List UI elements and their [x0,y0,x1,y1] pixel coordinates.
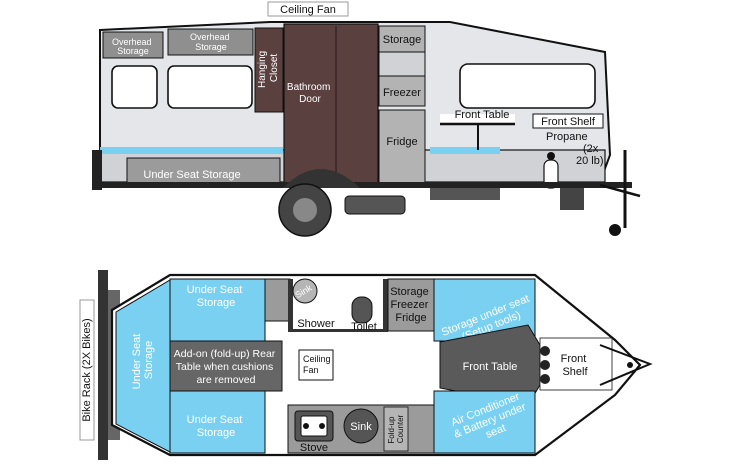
storage-gap [378,51,426,77]
front-window [459,63,596,109]
under-seat-storage-top-label: Under Seat Storage [187,284,246,309]
overhead-storage-right [167,28,254,56]
shower-cabinet [264,278,291,322]
storage-cabinet [378,25,426,53]
fridge [378,109,426,187]
freezer-label: Freezer [383,87,421,99]
shower-sink [292,278,318,304]
side-view: Overhead Storage Overhead Storage Hangin… [92,1,641,237]
overhead-storage-right-label: Overhead Storage [190,32,232,52]
stove-label: Stove [300,442,328,454]
rear-table-label: Add-on (fold-up) Rear Table when cushion… [174,348,278,386]
fridge-label: Fridge [386,136,417,148]
storage-freezer-fridge-label: Storage Freezer Fridge [390,286,432,324]
toilet [351,296,373,324]
front-table-label: Front Table [455,109,510,121]
kitchen-sink [343,408,379,444]
storage-label: Storage [383,34,422,46]
blue-stripe [100,147,283,154]
ceiling-fan-label: Ceiling Fan [280,4,336,16]
rear-window-2 [167,65,253,109]
bike-rack-label: Bike Rack (2X Bikes) [81,318,93,421]
front-shelf-plan-label: Front Shelf [561,353,590,378]
fold-up-counter-label: Fold-up Counter [387,414,405,443]
bathroom-wall-bottom [288,329,388,332]
bike-rack-bar [98,270,108,460]
bike-rack-label-box [79,299,95,441]
front-table-panel [440,114,515,124]
hanging-closet-label: Hanging Closet [257,48,280,88]
wheel-fender [283,169,360,188]
floor-plan: Bike Rack (2X Bikes) Under Seat Storage … [79,270,653,460]
ceiling-fan-plan [298,349,334,381]
front-table-plan-label: Front Table [463,361,518,373]
ceiling-fan-plan-label: Ceiling Fan [303,354,333,375]
propane-label: Propane (2x 20 lb) [546,131,604,167]
kitchen-sink-label: Sink [350,421,372,433]
overhead-storage-left [102,31,164,59]
freezer [378,75,426,107]
bathroom-wall-left [288,279,293,331]
rear-table [169,340,283,392]
under-seat-storage [126,157,281,187]
under-seat-storage-left-label: Under Seat Storage [131,331,155,390]
under-seat-storage-top [169,278,266,342]
hitch-tongue [599,344,653,386]
overhead-storage-left-label: Overhead Storage [112,37,154,56]
under-seat-storage-bottom [169,390,266,454]
blue-stripe-front [430,147,500,154]
rear-window-1 [111,65,158,109]
front-shelf-label: Front Shelf [541,116,596,128]
fold-up-counter [383,406,409,452]
storage-freezer-fridge [387,278,435,332]
toilet-label: Toilet [351,321,377,333]
under-seat-storage-bottom-label: Under Seat Storage [187,414,246,439]
front-shelf-box [532,113,604,129]
chassis-frame [92,182,632,188]
under-seat-storage-label: Under Seat Storage [143,169,240,181]
bathroom-door-label: Bathroom Door [287,82,333,105]
front-shelf-plan [539,337,613,391]
bathroom-wall [283,23,379,187]
shower-label: Shower [297,318,335,330]
ceiling-fan-box [267,1,349,17]
hanging-closet [254,27,284,113]
bathroom-wall-right [383,279,388,331]
